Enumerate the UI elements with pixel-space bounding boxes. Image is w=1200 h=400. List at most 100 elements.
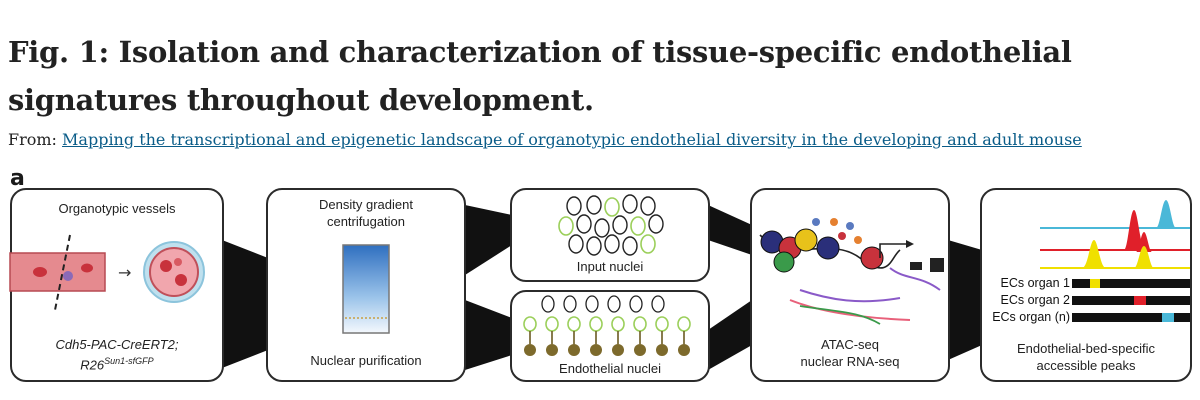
- bead: [524, 344, 536, 356]
- rna-transcript: [889, 267, 941, 291]
- track-label-organ-n: ECs organ (n): [992, 310, 1070, 324]
- nucleus: [586, 236, 602, 256]
- panel-endothelial-nuclei: [510, 290, 710, 382]
- nucleus: [586, 195, 602, 215]
- track-label-organ-2: ECs organ 2: [1000, 293, 1070, 307]
- bead: [678, 344, 690, 356]
- magnetic-beads: [524, 344, 690, 356]
- region-bar-organ-2: [1072, 296, 1190, 305]
- nucleosome: [860, 246, 884, 270]
- nucleus: [566, 196, 582, 216]
- peak-organ-2-small: [1136, 232, 1152, 252]
- nucleosomes: [760, 228, 884, 273]
- region-highlight-organ-2: [1134, 296, 1146, 305]
- nucleus-gfp: [630, 216, 646, 236]
- blood-cell: [81, 263, 93, 273]
- nucleus: [585, 295, 599, 313]
- sequencing-read: [799, 305, 881, 325]
- genotype-line-1: Cdh5-PAC-CreERT2;: [55, 337, 179, 352]
- vessel-lumen: [149, 247, 199, 297]
- peak-organ-1-late: [1134, 246, 1154, 268]
- funnel-4: [708, 205, 752, 255]
- nucleus: [604, 234, 620, 254]
- nucleus: [541, 295, 555, 313]
- labeled-cell: [63, 271, 73, 281]
- input-nuclei-label: Input nuclei: [576, 259, 644, 274]
- endothelial-nuclei-label: Endothelial nuclei: [559, 361, 661, 376]
- nucleus: [612, 215, 628, 235]
- nucleus-gfp: [604, 197, 620, 217]
- sequencing-read: [799, 289, 901, 303]
- from-prefix: From:: [8, 130, 63, 149]
- nucleus: [622, 194, 638, 214]
- section-cut-line: [54, 234, 71, 311]
- nucleus: [622, 236, 638, 256]
- peak-organ-1: [1082, 240, 1106, 268]
- gene-block: [910, 262, 922, 270]
- bead: [568, 344, 580, 356]
- bead: [656, 344, 668, 356]
- figure-title: Fig. 1: Isolation and characterization o…: [8, 35, 1072, 117]
- peak-organ-n: [1156, 200, 1176, 228]
- bead: [546, 344, 558, 356]
- nucleus: [640, 196, 656, 216]
- source-line: From: Mapping the transcriptional and ep…: [8, 130, 1188, 149]
- nucleus: [568, 234, 584, 254]
- blood-cell: [175, 274, 187, 286]
- funnel-1: [222, 240, 268, 368]
- track-label-organ-1: ECs organ 1: [1000, 276, 1070, 290]
- genotype-label: Cdh5-PAC-CreERT2; R26Sun1-sfGFP: [10, 336, 224, 373]
- nucleus: [563, 295, 577, 313]
- nucleus: [607, 295, 621, 313]
- bead: [612, 344, 624, 356]
- nucleus: [648, 214, 664, 234]
- sequencing-label: ATAC-seq nuclear RNA-seq: [800, 337, 900, 369]
- funnel-2: [465, 205, 512, 275]
- panel-input-nuclei: [510, 188, 710, 282]
- peaks-label: Endothelial-bed-specific accessible peak…: [1016, 341, 1156, 373]
- nucleosome: [816, 236, 840, 260]
- nucleus: [576, 214, 592, 234]
- funnel-3: [465, 300, 512, 370]
- panel-sequencing: [750, 188, 950, 382]
- region-highlight-organ-1: [1090, 279, 1100, 288]
- tss-arrow-icon: [879, 243, 906, 258]
- source-article-link[interactable]: Mapping the transcriptional and epigenet…: [62, 130, 1082, 149]
- blood-cell: [33, 267, 47, 277]
- funnel-5: [708, 300, 752, 370]
- arrow-icon: →: [118, 263, 131, 282]
- region-highlight-organ-n: [1162, 313, 1174, 322]
- nucleosome: [794, 228, 818, 252]
- gene-block: [930, 258, 944, 272]
- transposase-complexes: [812, 218, 862, 244]
- genotype-line-2: R26Sun1-sfGFP: [80, 356, 154, 373]
- sequencing-read: [789, 299, 911, 321]
- nucleosome: [773, 251, 795, 273]
- nucleus: [594, 218, 610, 238]
- peak-organ-2: [1124, 210, 1146, 250]
- purification-title: Density gradient centrifugation: [319, 197, 413, 229]
- nucleus-gfp: [558, 216, 574, 236]
- funnel-6: [948, 240, 982, 360]
- bead: [590, 344, 602, 356]
- nucleus: [629, 295, 643, 313]
- blood-cell: [174, 258, 182, 266]
- bead: [634, 344, 646, 356]
- antibody-links: [529, 331, 685, 344]
- region-bar-organ-1: [1072, 279, 1190, 288]
- purification-bottom-label: Nuclear purification: [310, 353, 422, 368]
- vessels-title: Organotypic vessels: [58, 201, 176, 216]
- panel-letter: a: [10, 166, 25, 191]
- nucleus: [651, 295, 665, 313]
- region-bar-organ-n: [1072, 313, 1190, 322]
- nucleus-row-top: [541, 295, 665, 313]
- blood-cell: [160, 260, 172, 272]
- nucleus-gfp: [640, 234, 656, 254]
